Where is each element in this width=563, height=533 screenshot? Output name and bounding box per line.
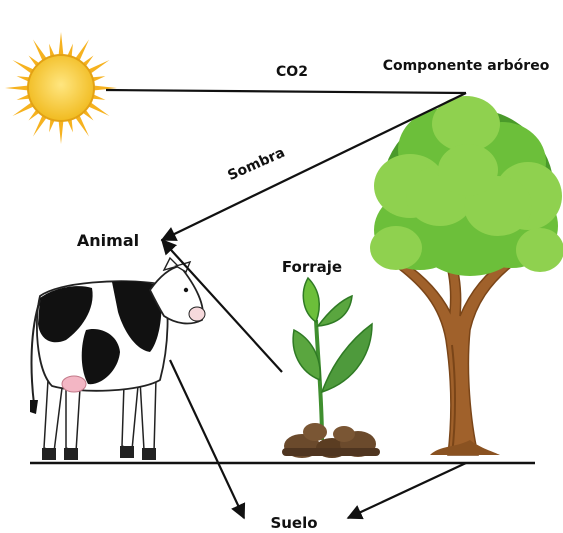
cow-icon (30, 258, 205, 460)
animal-label: Animal (77, 231, 139, 250)
foliage-blob (516, 228, 563, 272)
soil-label: Suelo (270, 514, 317, 532)
sun-icon (5, 32, 117, 144)
tree-label: Componente arbóreo (383, 58, 550, 74)
sprout-icon (282, 278, 380, 458)
co2-label: CO2 (276, 64, 308, 80)
animal-to-soil-arrow (170, 360, 244, 518)
co2-line (106, 90, 466, 93)
tree-icon (370, 96, 563, 455)
shade-label: Sombra (225, 145, 287, 184)
foliage-blob (370, 226, 422, 270)
tree-to-soil-arrow (348, 463, 466, 518)
forage-label: Forraje (282, 258, 342, 276)
foliage-blob (438, 144, 498, 196)
